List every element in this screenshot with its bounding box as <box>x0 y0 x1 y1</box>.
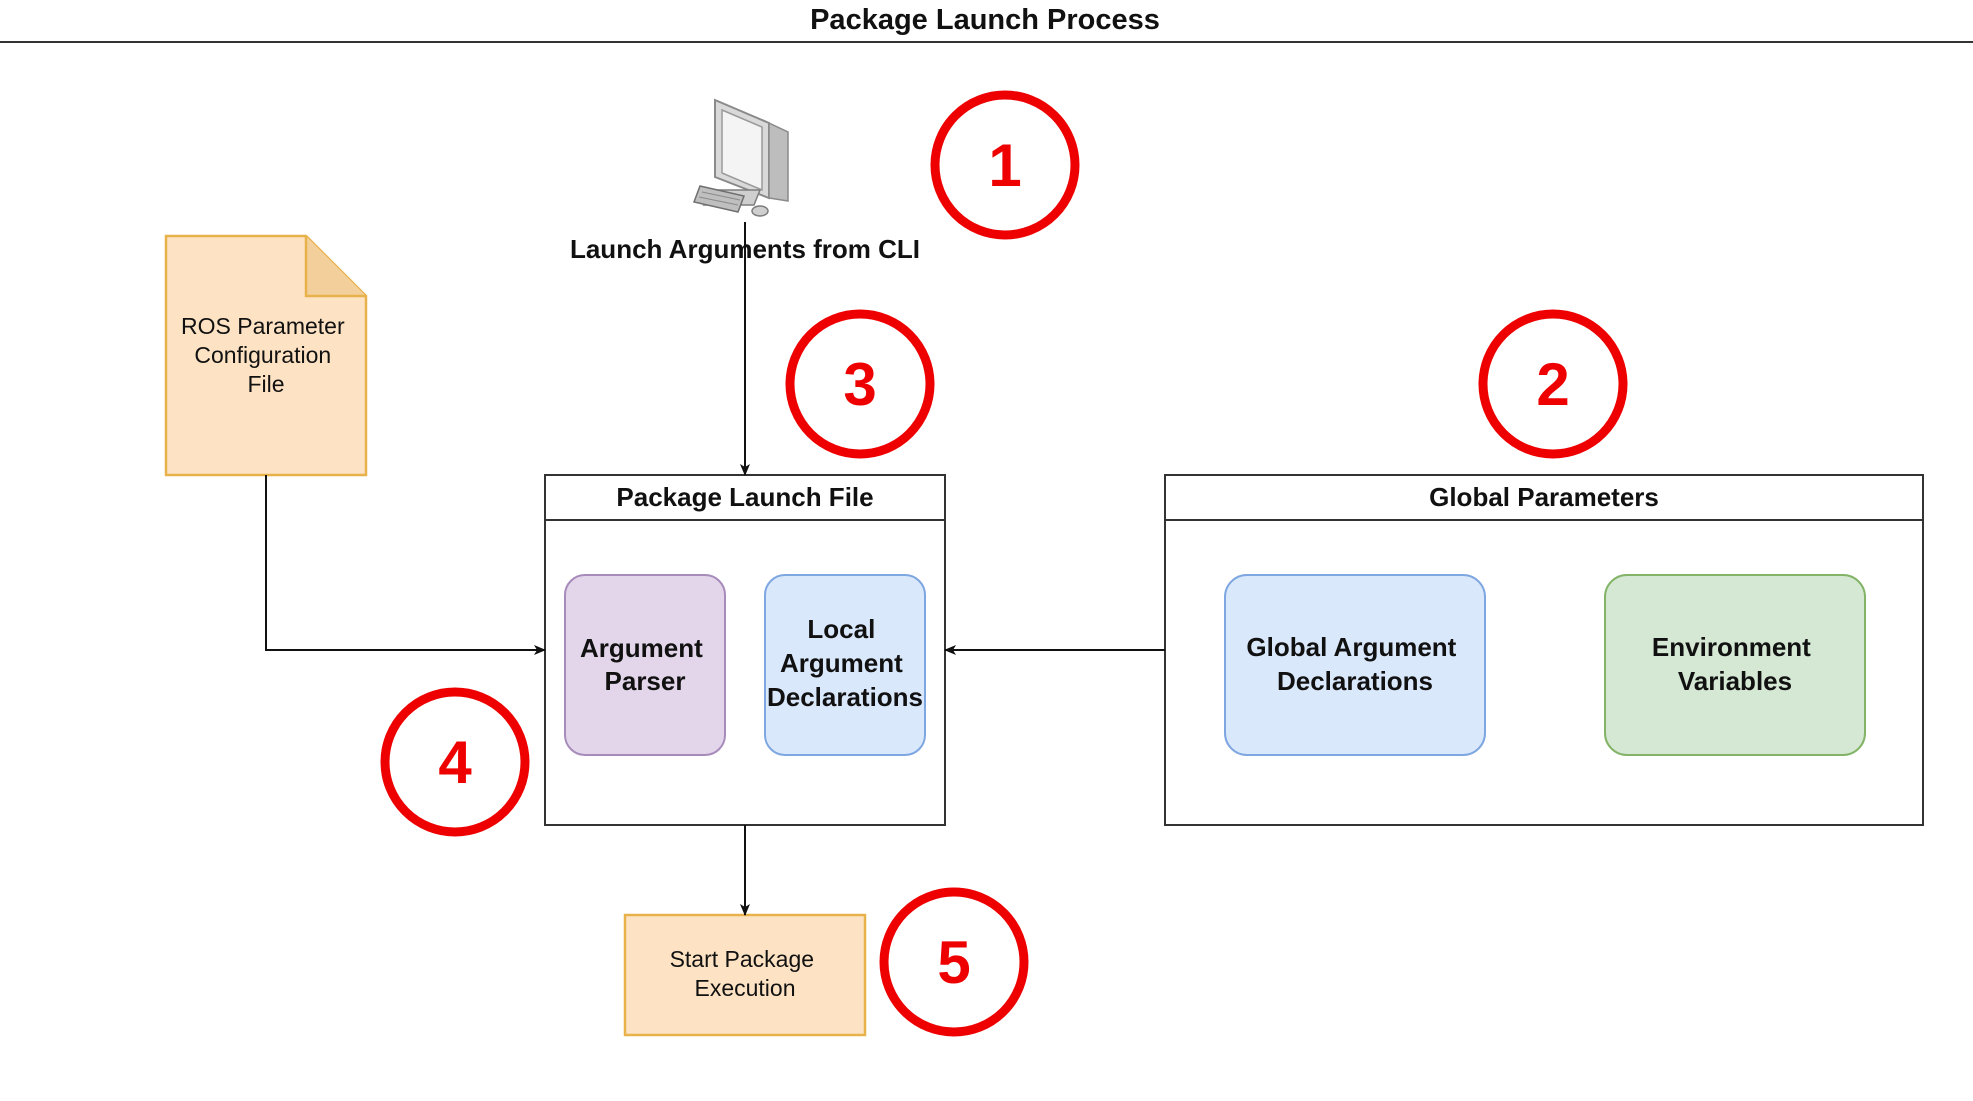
local-args-line3: Declarations <box>767 682 923 712</box>
environment-variables-box <box>1604 574 1866 756</box>
argument-parser-line1: Argument <box>580 633 703 663</box>
env-vars-line2: Variables <box>1678 666 1792 696</box>
argument-parser-line2: Parser <box>605 666 686 696</box>
step-marker-2-number: 2 <box>1536 351 1569 418</box>
ros-config-label-line2: Configuration <box>194 342 331 368</box>
step-marker-1: 1 <box>930 90 1080 240</box>
global-args-line1: Global Argument <box>1246 632 1456 662</box>
argument-parser-box <box>564 574 726 756</box>
global-args-line2: Declarations <box>1277 666 1433 696</box>
svg-text:Start Package Execution: Start Package Execution <box>670 946 821 1001</box>
start-exec-line1: Start Package <box>670 946 814 972</box>
ros-config-to-launch-file-arrow <box>265 475 546 655</box>
env-vars-line1: Environment <box>1652 632 1811 662</box>
local-args-line1: Local <box>807 614 875 644</box>
start-package-execution: Start Package Execution <box>623 913 867 1037</box>
step-marker-3: 3 <box>785 309 935 459</box>
ros-config-file: ROS Parameter Configuration File <box>164 234 368 477</box>
svg-text:Argument Parser: Argument Parser <box>580 633 710 696</box>
start-exec-line2: Execution <box>694 975 795 1001</box>
page-title: Package Launch Process <box>810 4 1160 36</box>
global-argument-declarations-box <box>1224 574 1486 756</box>
local-argument-declarations-box <box>764 574 926 756</box>
svg-text:Global Argument Declarat: Global Argument Declarations <box>1246 632 1463 696</box>
step-marker-2: 2 <box>1478 309 1628 459</box>
svg-text:Local Argument Dec: Local Argument Declarations <box>767 614 923 712</box>
global-parameters-title: Global Parameters <box>1429 482 1659 512</box>
ros-config-label-line3: File <box>247 371 284 397</box>
svg-text:ROS Parameter Configurat: ROS Parameter Configuration File <box>181 313 351 397</box>
step-marker-4: 4 <box>380 687 530 837</box>
computer-icon <box>692 98 789 217</box>
package-launch-file-title: Package Launch File <box>616 482 873 512</box>
ros-config-label-line1: ROS Parameter <box>181 313 345 339</box>
step-marker-3-number: 3 <box>843 351 876 418</box>
package-launch-file: Package Launch File Argument Parser Loca… <box>544 474 946 826</box>
step-marker-4-number: 4 <box>438 729 472 796</box>
step-marker-5: 5 <box>879 887 1029 1037</box>
step-marker-5-number: 5 <box>937 929 970 996</box>
svg-text:Environment Variables: Environment Variables <box>1652 632 1818 696</box>
global-parameters: Global Parameters Global Argument Declar… <box>1164 474 1924 826</box>
step-marker-1-number: 1 <box>988 132 1021 199</box>
local-args-line2: Argument <box>780 648 903 678</box>
